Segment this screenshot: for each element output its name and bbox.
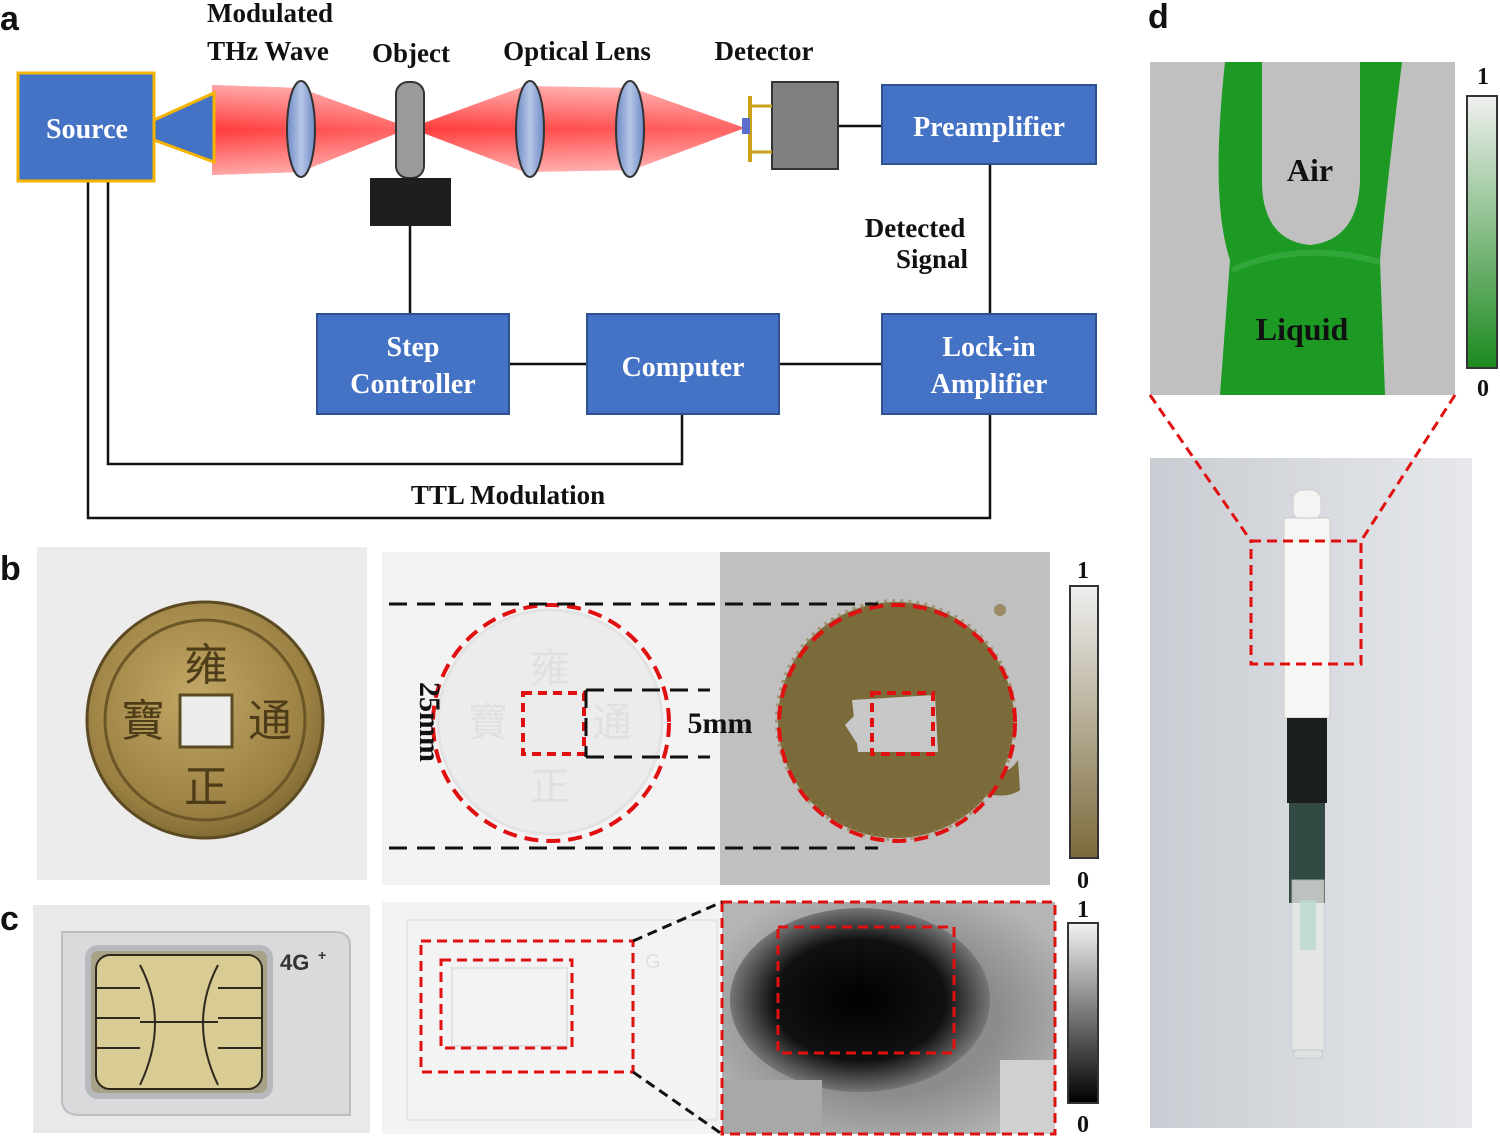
detected-label: Detected <box>865 213 965 243</box>
panel-label-b: b <box>0 550 21 588</box>
pen-thz-image <box>1150 62 1455 395</box>
colorbar-pen-min: 0 <box>1477 376 1489 402</box>
coin-photo: 雍 正 寶 通 <box>37 547 367 880</box>
colorbar-coin <box>1069 585 1099 859</box>
thz-wave-label: THz Wave <box>207 36 329 66</box>
dim-5mm-label: 5mm <box>688 707 753 740</box>
pen-zoom-guides <box>1148 394 1457 542</box>
colorbar-coin-max: 1 <box>1077 558 1089 584</box>
lens-2 <box>515 80 545 178</box>
step-label: Step <box>387 332 440 363</box>
lockin-label: Lock-in <box>942 332 1036 363</box>
panel-label-c: c <box>0 900 19 938</box>
modulated-label: Modulated <box>207 0 333 28</box>
wiring <box>86 124 992 520</box>
colorbar-pen <box>1466 95 1498 369</box>
colorbar-sim-max: 1 <box>1077 897 1089 923</box>
sim-outline-markers <box>419 900 1057 1136</box>
detector-icon <box>742 81 839 170</box>
optical-lens-label: Optical Lens <box>503 36 651 66</box>
controller-label: Controller <box>350 369 475 400</box>
signal-label: Signal <box>896 244 969 274</box>
sim-photo: 4G + <box>33 905 370 1133</box>
panel-label-d: d <box>1148 0 1169 36</box>
sim-4g-label: 4G <box>280 950 309 975</box>
object-stage <box>370 178 451 226</box>
lens-1 <box>286 80 316 178</box>
amplifier-label: Amplifier <box>931 369 1048 400</box>
sim-thz-image <box>722 902 1055 1134</box>
lockin-amplifier-box <box>881 313 1097 415</box>
detector-label: Detector <box>715 36 814 66</box>
coin-char-left: 寶 <box>121 696 165 747</box>
step-controller-box <box>316 313 510 415</box>
sim-zoom-guides <box>632 900 723 1136</box>
colorbar-pen-max: 1 <box>1477 64 1489 90</box>
air-label: Air <box>1287 152 1333 188</box>
panel-label-a: a <box>0 0 20 38</box>
coin-char-top: 雍 <box>184 640 228 691</box>
preamplifier-label: Preamplifier <box>913 112 1065 143</box>
coin-outline-markers <box>431 603 1017 843</box>
pen-zoom-box <box>1249 539 1363 666</box>
faint-char-top: 雍 <box>530 646 570 692</box>
colorbar-coin-min: 0 <box>1077 868 1089 894</box>
pen-photo <box>1150 458 1472 1128</box>
lens-3 <box>615 80 645 178</box>
colorbar-sim-min: 0 <box>1077 1112 1089 1137</box>
sim-4g-sup: + <box>318 947 326 963</box>
liquid-label: Liquid <box>1256 311 1349 347</box>
faint-char-left: 寶 <box>468 700 508 746</box>
coin-optical-image: 雍 正 寶 通 <box>382 552 720 885</box>
sim-optical-image: G <box>382 902 720 1134</box>
horn-antenna <box>152 90 216 165</box>
faint-char-bottom: 正 <box>530 764 570 810</box>
coin-char-bottom: 正 <box>184 762 228 813</box>
computer-box <box>586 313 780 415</box>
coin-dimension-guides <box>389 602 878 850</box>
sim-faint-g: G <box>645 951 661 973</box>
coin-thz-image <box>720 552 1050 885</box>
preamplifier-box <box>881 84 1097 165</box>
source-label: Source <box>46 114 128 145</box>
coin-char-right: 通 <box>248 696 292 747</box>
object-sample <box>395 81 425 179</box>
ttl-modulation-label: TTL Modulation <box>411 480 605 510</box>
dim-25mm-label: 25mm <box>413 682 446 762</box>
object-label: Object <box>372 38 450 68</box>
computer-label: Computer <box>622 352 745 383</box>
faint-char-right: 通 <box>592 700 632 746</box>
colorbar-sim <box>1067 922 1099 1104</box>
